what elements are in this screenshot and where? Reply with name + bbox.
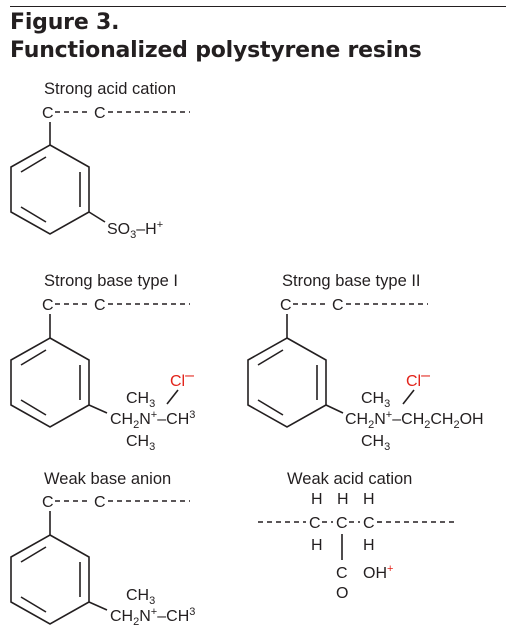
methyl-bottom: CH3 <box>126 433 155 453</box>
counterion-bond <box>402 389 415 405</box>
ammonium-group: CH2N+–CH3 <box>110 409 195 431</box>
chloride-counterion: Cl– <box>170 367 194 390</box>
backbone-carbon-2: C <box>94 297 106 314</box>
ammonium-group: CH2N+–CH3 <box>110 606 195 628</box>
benzene-double-bond <box>20 596 47 613</box>
backbone-carbon-1: C <box>280 297 292 314</box>
panel-weak-acid-cation: Weak acid cation H H H C C C H H C OH+ O <box>258 470 458 602</box>
methyl-top: CH3 <box>126 587 155 607</box>
figure-title: Functionalized polystyrene resins <box>10 38 422 63</box>
benzene-ring <box>10 534 90 625</box>
sulfonate-group: SO3–H+ <box>107 219 163 241</box>
panel-title: Strong base type II <box>282 272 421 290</box>
benzene-ring <box>10 337 90 428</box>
benzene-double-bond <box>20 546 47 563</box>
backbone-carbon-3: C <box>363 515 375 532</box>
panel-title: Strong base type I <box>44 272 178 290</box>
hydroxyl-group: OH+ <box>363 563 393 582</box>
carboxyl-oxygen: O <box>336 585 348 602</box>
benzene-double-bond <box>257 349 284 366</box>
hydrogen-bottom-1: H <box>311 537 323 554</box>
methyl-top: CH3 <box>126 390 155 410</box>
backbone-carbon-2: C <box>94 494 106 511</box>
hydrogen-top-3: H <box>363 491 375 508</box>
ammonium-group: CH2N+–CH2CH2OH <box>345 409 484 431</box>
chloride-counterion: Cl– <box>406 367 430 390</box>
backbone-carbon-1: C <box>42 105 54 122</box>
panel-strong-acid-cation: Strong acid cation C C SO3–H+ <box>10 80 190 241</box>
backbone-carbon-1: C <box>309 515 321 532</box>
benzene-ring <box>10 144 90 235</box>
panel-title: Weak base anion <box>44 470 171 488</box>
panel-strong-base-type-2: Strong base type II C C Cl– CH3 CH2N+–CH… <box>247 272 484 453</box>
panel-strong-base-type-1: Strong base type I C C Cl– CH3 CH2N+–CH3… <box>10 272 195 453</box>
hydrogen-top-1: H <box>311 491 323 508</box>
substituent-bond <box>88 211 106 223</box>
benzene-double-bond <box>20 349 47 366</box>
figure-label: Figure 3. <box>10 10 120 35</box>
backbone-carbon-1: C <box>42 494 54 511</box>
benzene-double-bond <box>20 399 47 416</box>
benzene-double-bond <box>257 399 284 416</box>
backbone-carbon-2: C <box>336 515 348 532</box>
benzene-double-bond <box>20 156 47 173</box>
counterion-bond <box>166 389 179 405</box>
backbone-carbon-2: C <box>94 105 106 122</box>
methyl-bottom: CH3 <box>361 433 390 453</box>
benzene-ring <box>247 337 327 428</box>
substituent-bond <box>88 404 108 414</box>
top-rule <box>10 6 506 7</box>
backbone-carbon-2: C <box>332 297 344 314</box>
carboxyl-carbon: C <box>336 565 348 582</box>
benzene-double-bond <box>20 206 47 223</box>
panel-weak-base-anion: Weak base anion C C CH3 CH2N+–CH3 <box>10 470 195 628</box>
panel-title: Weak acid cation <box>287 470 412 488</box>
methyl-top: CH3 <box>361 390 390 410</box>
substituent-bond <box>325 404 344 414</box>
hydrogen-bottom-3: H <box>363 537 375 554</box>
hydrogen-top-2: H <box>337 491 349 508</box>
substituent-bond <box>88 601 108 611</box>
panel-title: Strong acid cation <box>44 80 176 98</box>
backbone-carbon-1: C <box>42 297 54 314</box>
